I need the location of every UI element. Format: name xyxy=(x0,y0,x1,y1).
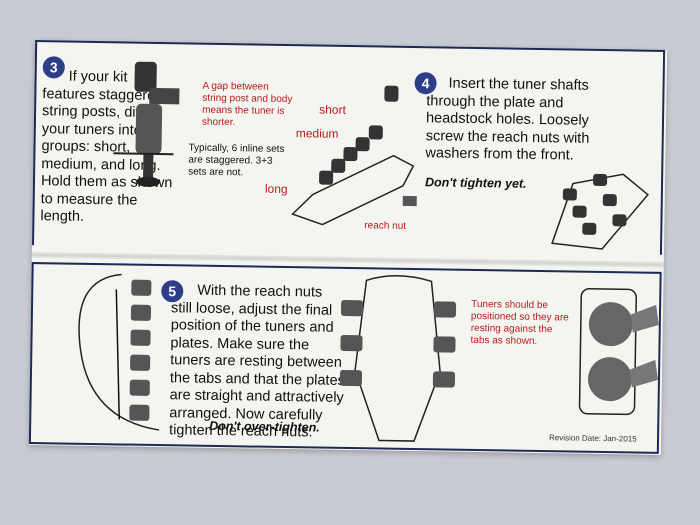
typical-note: Typically, 6 inline sets are staggered. … xyxy=(188,142,285,179)
tuner-measure-illustration xyxy=(113,61,180,187)
gap-note: A gap between string post and body means… xyxy=(201,80,293,129)
tuner-tab-closeup-illustration xyxy=(578,288,659,416)
revision-date: Revision Date: Jan-2015 xyxy=(548,433,637,444)
step-4-warning: Don't tighten yet. xyxy=(424,175,527,191)
step-5-warning: Don't over-tighten. xyxy=(209,418,320,435)
headstock-step4-illustration xyxy=(291,85,417,226)
3plus3-headstock-illustration xyxy=(339,275,457,442)
instruction-sheet: 3 If your kit features staggered string … xyxy=(28,40,668,455)
headstock-front-illustration xyxy=(551,173,649,250)
tuner-note: Tuners should be positioned so they are … xyxy=(470,298,569,347)
inline-headstock-illustration xyxy=(78,273,160,431)
